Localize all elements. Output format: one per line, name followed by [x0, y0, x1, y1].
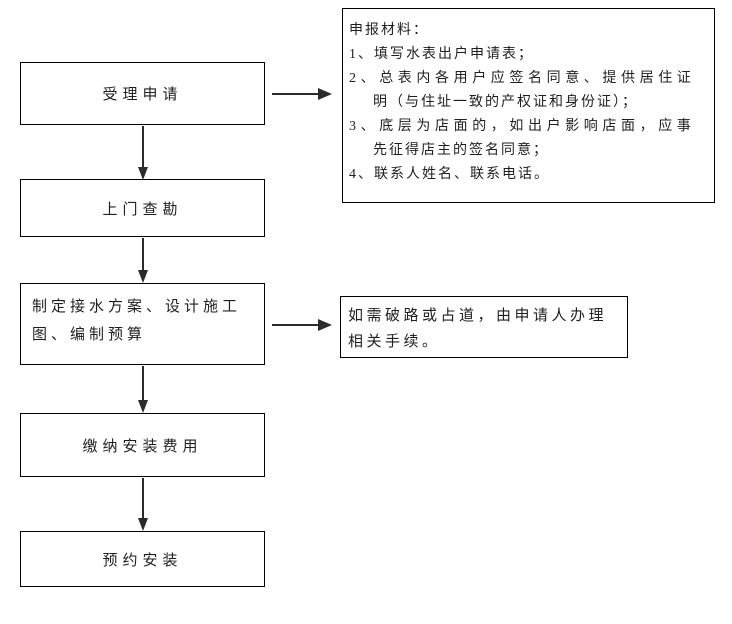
step-label-make-plan-line-2: 图、编制预算: [32, 327, 147, 343]
road-permit-note-line: 相关手续。: [348, 334, 441, 350]
materials-note-box: 申报材料： 1、填写水表出户申请表； 2、总表内各用户应签名同意、提供居住证 明…: [342, 8, 715, 203]
arrow-step3-to-step4: [138, 366, 148, 413]
road-permit-note-box: 如需破路或占道，由申请人办理 相关手续。: [340, 296, 628, 358]
materials-note-line: 1、填写水表出户申请表；: [349, 47, 534, 62]
step-label-pay-installation-fee: 缴纳安装费用: [82, 438, 203, 455]
arrow-step3-to-road-note: [272, 319, 332, 331]
materials-note-line: 先征得店主的签名同意；: [373, 143, 549, 158]
step-label-onsite-survey: 上门查勘: [102, 201, 183, 218]
materials-note-line: 4、联系人姓名、联系电话。: [349, 167, 550, 182]
step-box-pay-installation-fee: 缴纳安装费用: [20, 413, 265, 477]
materials-note-line: 明（与住址一致的产权证和身份证）；: [373, 95, 638, 110]
materials-note-title: 申报材料：: [349, 23, 429, 38]
road-permit-note-line: 如需破路或占道，由申请人办理: [348, 308, 608, 324]
arrow-step1-to-materials-note: [272, 88, 332, 100]
step-label-schedule-installation: 预约安装: [102, 552, 183, 569]
step-box-make-plan: 制定接水方案、设计施工 图、编制预算: [20, 283, 265, 365]
arrow-step4-to-step5: [138, 478, 148, 531]
step-box-schedule-installation: 预约安装: [20, 531, 265, 587]
arrow-step1-to-step2: [138, 126, 148, 180]
materials-note-line: 2、总表内各用户应签名同意、提供居住证: [349, 71, 696, 86]
materials-note-line: 3、底层为店面的，如出户影响店面，应事: [349, 119, 696, 134]
step-box-accept-application: 受理申请: [20, 62, 265, 125]
step-label-accept-application: 受理申请: [102, 87, 183, 103]
arrow-step2-to-step3: [138, 238, 148, 283]
step-label-make-plan-line-1: 制定接水方案、设计施工: [32, 299, 242, 315]
step-box-onsite-survey: 上门查勘: [20, 179, 265, 237]
